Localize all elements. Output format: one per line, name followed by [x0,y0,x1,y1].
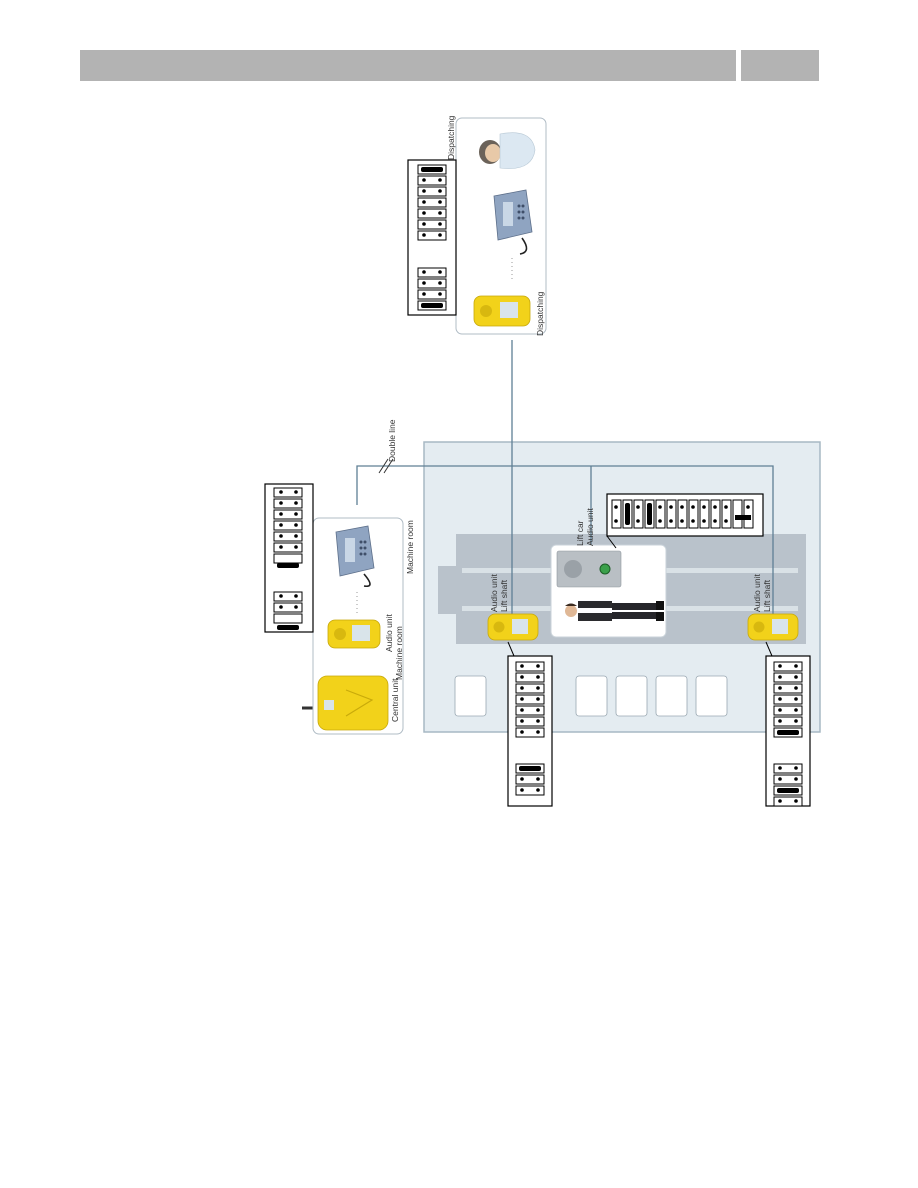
lift-car-intercom-icon [556,550,622,588]
lift-shaft-left-end [438,566,462,614]
shaft-left-jumper-block [507,641,553,807]
lift-car-label-1: Lift car [575,520,585,546]
audio-unit-shaft-left-label-2: Lift shaft [499,579,509,612]
machine-room-label: Machine room [405,520,415,574]
header-page-tab [741,50,819,81]
lift-car-label-2: Audio unit [585,508,595,546]
floor-door [454,675,487,717]
floor-doors [454,675,728,717]
central-unit-label: Central unit [390,678,400,722]
audio-unit-machine-label-2: Machine room [394,626,404,680]
audio-unit-icon [327,619,381,649]
floor-door [575,675,608,717]
audio-unit-icon [473,295,531,327]
desk-phone-icon [335,525,375,588]
audio-unit-icon [747,613,799,641]
machine-room-jumper-block [264,483,314,633]
audio-unit-shaft-right-label-2: Lift shaft [762,579,772,612]
audio-unit-shaft-right-label-1: Audio unit [752,574,762,612]
dispatching-jumper-block [407,159,457,316]
audio-unit-icon [487,613,539,641]
dispatching-label-side: Dispatching [535,291,545,336]
audio-unit-shaft-left-label-1: Audio unit [489,574,499,612]
desk-phone-icon [493,189,533,255]
floor-door [695,675,728,717]
double-line-marker [378,458,394,474]
line-double-main [356,465,774,620]
double-line-label: Double line [387,419,397,462]
dispatching-label-top: Dispatching [446,115,456,160]
floor-door [615,675,648,717]
businessman-icon [565,601,664,621]
floor-door [655,675,688,717]
audio-unit-machine-label-1: Audio unit [384,614,394,652]
central-unit-icon [317,675,389,731]
header-bar [80,50,736,81]
operator-icon [479,132,536,169]
lift-car-jumper-block [606,493,764,549]
connection-lines [302,340,774,710]
shaft-right-jumper-block [765,641,811,807]
